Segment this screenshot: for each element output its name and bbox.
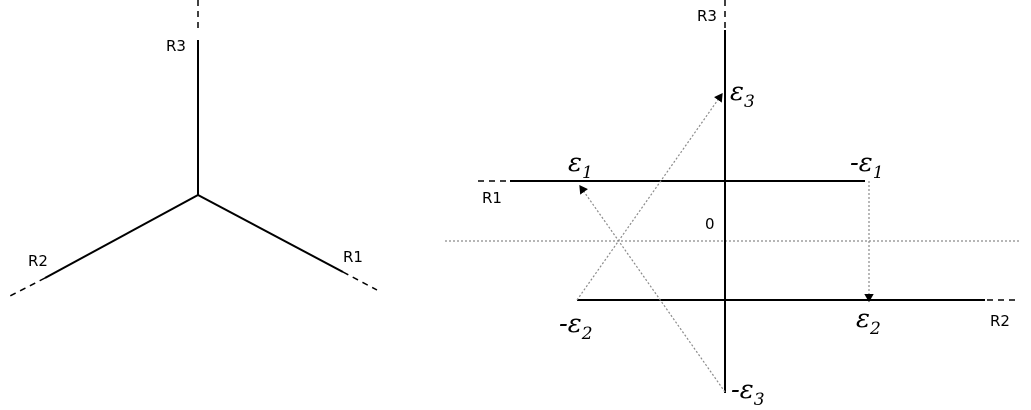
left-axes-diagram: R3 R2 R1 bbox=[9, 0, 378, 297]
right-r1-label: R1 bbox=[482, 189, 502, 207]
right-r3-label: R3 bbox=[697, 7, 717, 25]
left-r2-dash bbox=[9, 277, 46, 297]
neg-eps2-label: -ε2 bbox=[559, 309, 593, 344]
left-r1-label: R1 bbox=[343, 248, 363, 266]
right-projection-diagram: R3 R1 R2 0 ε3 ε1 -ε1 ε2 -ε2 -ε3 bbox=[445, 0, 1020, 410]
origin-label: 0 bbox=[705, 215, 715, 233]
left-r2-axis bbox=[44, 194, 199, 279]
left-r1-axis bbox=[197, 194, 344, 273]
left-r2-label: R2 bbox=[28, 252, 48, 270]
eps1-label: ε1 bbox=[568, 148, 593, 183]
eps3-label: ε3 bbox=[730, 77, 755, 112]
neg-eps3-label: -ε3 bbox=[731, 375, 765, 410]
left-r3-label: R3 bbox=[166, 37, 186, 55]
right-r2-label: R2 bbox=[990, 312, 1010, 330]
eps2-label: ε2 bbox=[856, 304, 881, 339]
neg-eps1-label: -ε1 bbox=[850, 148, 884, 183]
arrow-neg-eps3-to-eps1 bbox=[579, 185, 726, 393]
arrow-neg-eps2-to-eps3 bbox=[576, 93, 723, 301]
left-r1-dash bbox=[342, 271, 378, 291]
